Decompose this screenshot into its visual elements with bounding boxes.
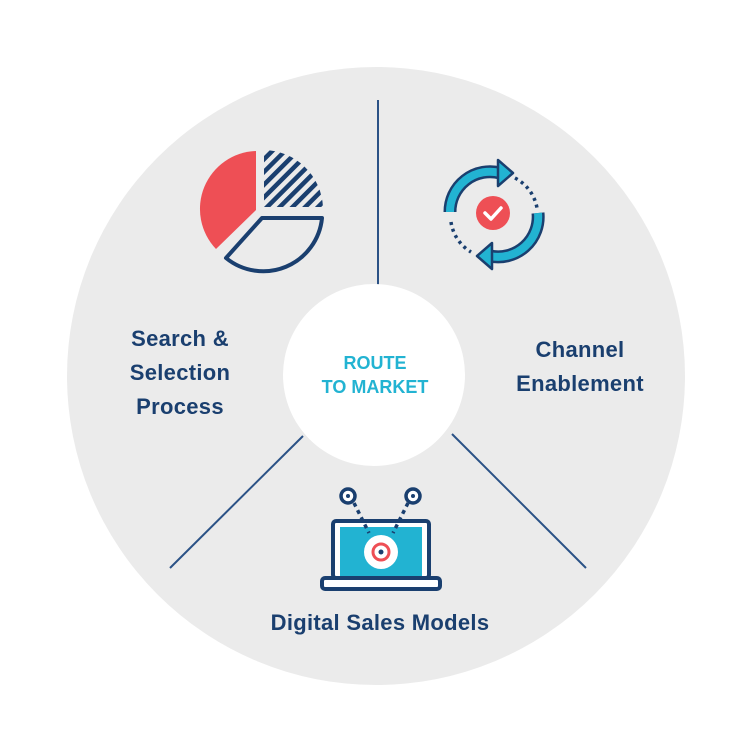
center-title-line-2: TO MARKET	[321, 377, 429, 397]
center-title-line-1: ROUTE	[343, 353, 407, 373]
divider-bottom-right	[451, 433, 587, 569]
segment-label-digital-sales-models: Digital Sales Models	[220, 606, 540, 640]
segment-label-channel-enablement: Channel Enablement	[490, 333, 670, 401]
inner-circle	[283, 284, 465, 466]
segment-label-search-selection: Search & Selection Process	[95, 322, 265, 424]
divider-bottom-left	[169, 435, 304, 569]
segment-label-line: Enablement	[516, 371, 644, 396]
segment-label-line: Search &	[131, 326, 229, 351]
segment-label-line: Channel	[535, 337, 625, 362]
laptop-target-icon	[320, 487, 442, 591]
segment-label-line: Selection	[129, 360, 231, 385]
segment-label-line: Digital Sales Models	[270, 610, 490, 635]
segment-label-line: Process	[136, 394, 224, 419]
center-title: ROUTE TO MARKET	[285, 351, 465, 399]
refresh-check-icon	[443, 158, 545, 271]
